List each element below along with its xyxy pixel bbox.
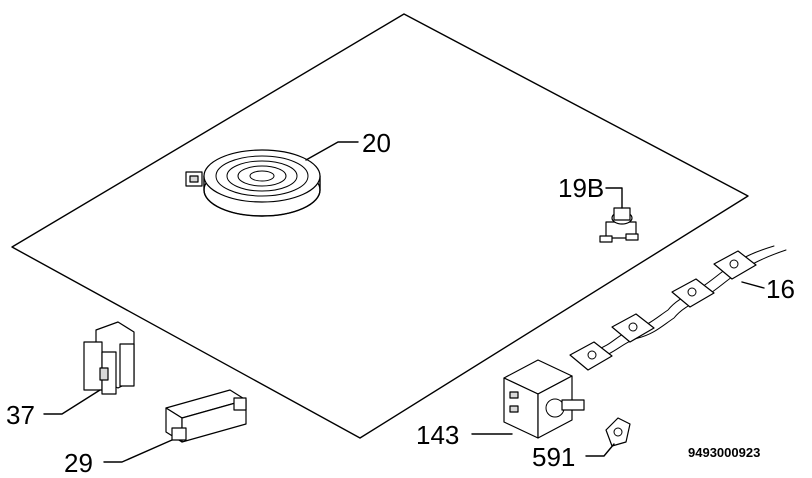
leader-line-37 (43, 389, 101, 415)
label-143: 143 (416, 420, 459, 450)
leader-line-29 (103, 439, 173, 463)
label-20: 20 (362, 128, 391, 158)
thermostat-part (599, 207, 639, 243)
leader-line-16 (741, 281, 765, 289)
label-29: 29 (64, 448, 93, 478)
label-591: 591 (532, 442, 575, 472)
label-19b: 19B (558, 173, 604, 203)
clip-part (83, 321, 135, 395)
label-16: 16 (766, 274, 795, 304)
energy-regulator-part (503, 359, 585, 439)
leader-line-20 (305, 141, 359, 161)
spring-washer-part (605, 417, 631, 447)
leader-line-591 (585, 443, 615, 457)
leader-line-19b (605, 187, 623, 209)
glass-plate (11, 13, 749, 439)
wiring-harness-part (569, 245, 787, 371)
document-id: 9493000923 (688, 445, 760, 460)
radiant-heating-element (185, 149, 321, 217)
label-37: 37 (6, 400, 35, 430)
terminal-block-part (165, 389, 247, 443)
